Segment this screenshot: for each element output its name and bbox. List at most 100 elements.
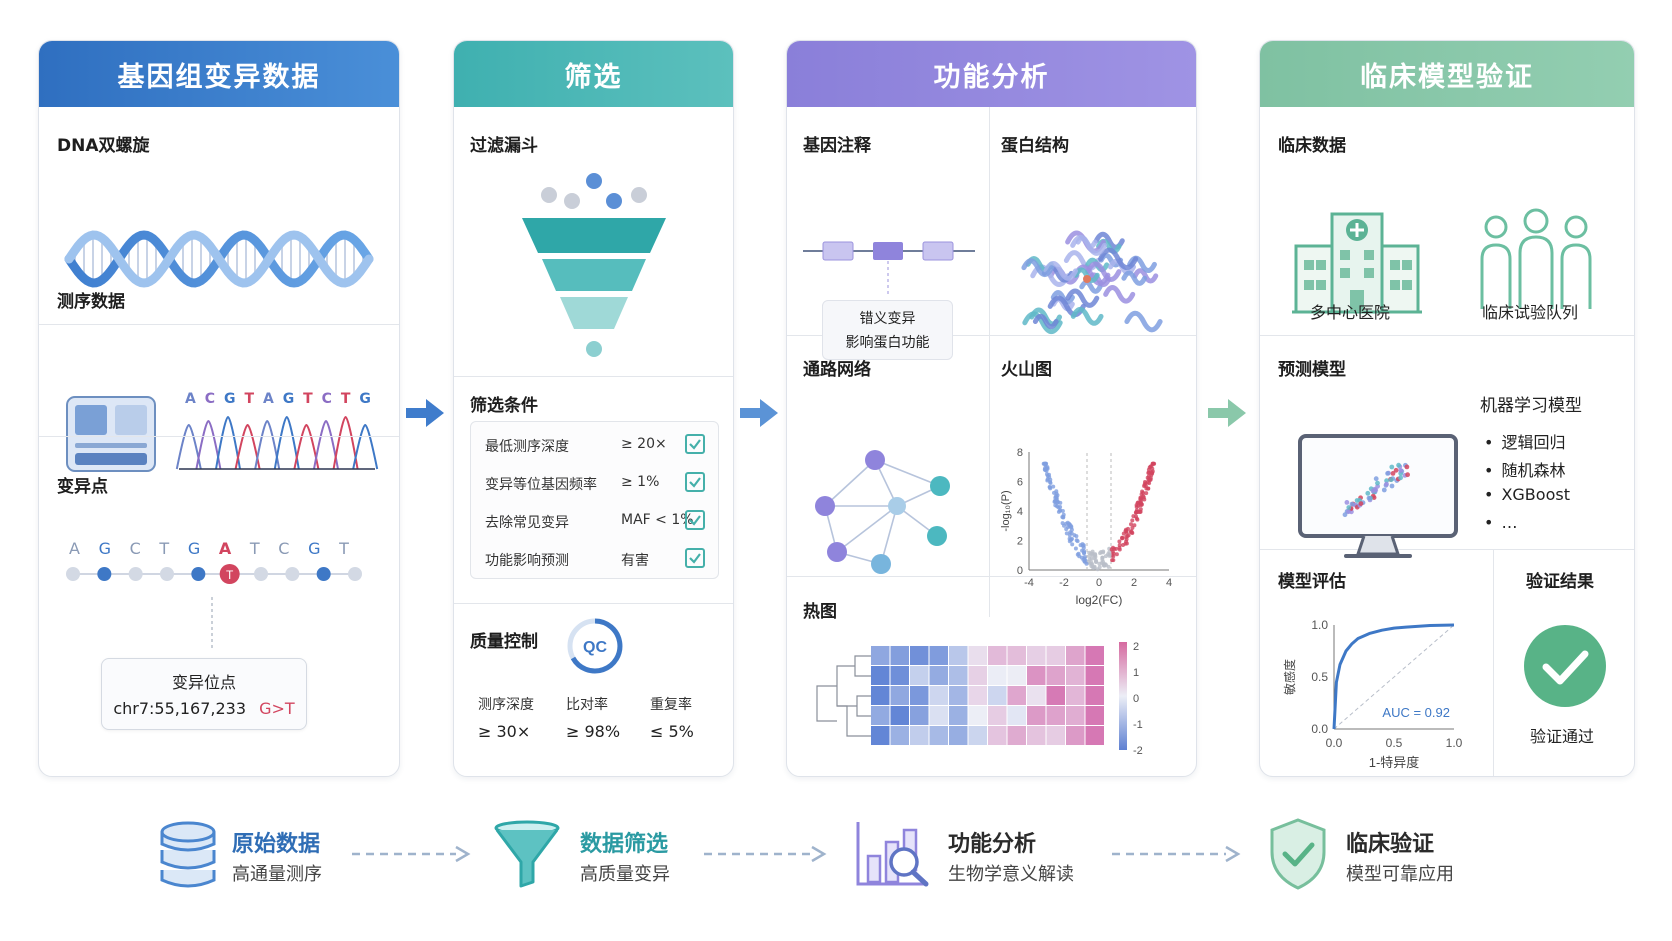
monitor-scatter-point [1405,472,1410,478]
qc-badge-text: QC [583,639,607,656]
volcano-x-tick: 4 [1166,577,1172,589]
volcano-point [1124,541,1129,546]
heatmap-scale-tick: 0 [1133,693,1139,705]
criteria-row: 功能影响预测有害 [471,544,718,574]
criteria-value: ≥ 20× [621,436,667,452]
volcano-y-tick: 4 [1017,506,1023,518]
dashed-arrow-icon [352,845,471,863]
qc-metric-label: 重复率 [650,697,692,713]
roc-y-tick: 1.0 [1311,618,1328,632]
heatmap-cell [1066,726,1085,745]
heatmap-cell [1066,706,1085,725]
seq-base: T [244,391,254,407]
volcano-point [1142,497,1147,502]
volcano-point [1069,525,1074,530]
volcano-point [1099,550,1104,554]
protein-ribbon [1124,310,1163,333]
pathway-title: 通路网络 [803,360,871,380]
gene-track [803,241,975,297]
volcano-point [1103,554,1108,559]
heatmap-cell [890,646,909,665]
volcano-point [1148,477,1153,482]
seq-base: C [321,391,332,407]
heatmap-cell [1027,666,1046,685]
model-list-item: •随机森林 [1484,457,1565,481]
monitor-scatter-point [1346,505,1352,510]
roc-x-tick: 0.0 [1326,736,1343,750]
volcano-point [1070,542,1075,547]
volcano-point [1075,539,1080,544]
heatmap-cell [988,726,1007,745]
variant-track-dot [348,567,362,581]
volcano-point [1097,561,1102,566]
chromatogram-peak [234,423,261,470]
volcano-title: 火山图 [1001,360,1052,380]
hospital-label: 多中心医院 [1310,303,1391,322]
volcano-point [1061,515,1066,520]
variant-change: G>T [259,699,295,718]
heatmap-cell [1027,706,1046,725]
bottom-step-4-title: 临床验证 [1346,832,1435,857]
seq-base: T [303,391,313,407]
protein-ribbon [1065,288,1100,308]
criteria-title: 筛选条件 [470,396,538,416]
heatmap-cell [1027,686,1046,705]
variant-box: 变异位点 chr7:55,167,233 G>T [101,658,307,730]
protein-ribbon [1098,247,1139,271]
volcano-point [1045,465,1050,470]
volcano-point [1107,553,1112,558]
heatmap-cell [871,666,890,685]
clinical-panel-title: 临床模型验证 [1360,61,1534,93]
volcano-point [1100,555,1105,560]
heatmap-cell [929,666,948,685]
variant-base: G [308,539,321,558]
monitor-scatter-point [1365,490,1371,496]
variant-base: G [98,539,111,558]
bottom-step-1-subtitle: 高通量测序 [232,864,322,885]
roc-x-label: 1-特异度 [1369,755,1420,770]
protein-site [1083,275,1091,283]
variant-track-dot [128,567,143,581]
heatmap-cell [1046,666,1065,685]
variant-base: C [278,539,290,558]
heatmap-cell [968,706,987,725]
qc-metric-value: ≥ 30× [478,722,531,741]
heatmap-cell [1046,726,1065,745]
heatmap-cell [929,686,948,705]
heatmap-dendrogram [816,655,871,737]
protein-ribbon [1070,234,1108,256]
dna-title: DNA双螺旋 [57,136,150,156]
annotation-note: 错义变异 影响蛋白功能 [822,300,953,360]
variant-base: G [187,539,201,558]
monitor-icon [1298,434,1458,558]
volcano-point [1139,492,1144,497]
heatmap-cell [929,646,948,665]
criteria-value: ≥ 1% [621,474,660,490]
heatmap-cell [1066,686,1085,705]
variant-base: T [249,539,260,558]
result-title: 验证结果 [1526,572,1594,592]
volcano-point [1042,461,1047,466]
pathway-network-icon [815,450,950,574]
heatmap-cell [1046,706,1065,725]
volcano-point [1067,521,1072,526]
heatmap-cell [968,686,987,705]
clinical-panel: 临床模型验证 临床数据 多中心医院 临床试验队列 [1259,40,1635,777]
volcano-point [1117,539,1122,544]
function-panel: 功能分析 基因注释 错义变异 影响蛋白功能 蛋白结构 通路网络 [786,40,1197,777]
genome-panel-title: 基因组变异数据 [117,61,321,93]
protein-ribbon [1022,311,1063,334]
heatmap-cell [1007,686,1026,705]
monitor-scatter-point [1381,487,1387,493]
heatmap-cell [1007,706,1026,725]
heatmap-cell [929,706,948,725]
volcano-point [1074,534,1079,539]
monitor-scatter-point [1349,501,1355,507]
variant-title: 变异点 [57,477,108,497]
heatmap-cell [871,726,890,745]
roc-curve [1332,623,1455,730]
model-list-title: 机器学习模型 [1480,396,1582,416]
heatmap-cell [949,646,968,665]
protein-title: 蛋白结构 [1001,136,1069,156]
variant-base: T [159,539,170,558]
